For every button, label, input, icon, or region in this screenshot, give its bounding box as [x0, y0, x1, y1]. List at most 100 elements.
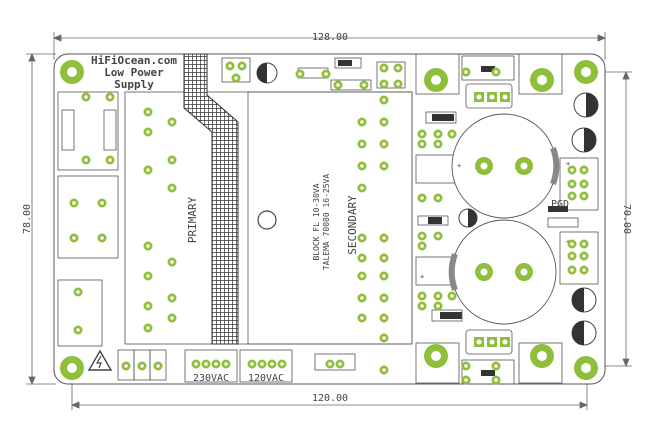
through-hole-pad-hole: [146, 244, 150, 248]
mounting-pad-hole: [581, 67, 591, 77]
dimension-bottom: [70, 382, 589, 410]
mains-connector: [57, 279, 103, 347]
through-hole-pad-hole: [72, 201, 76, 205]
through-hole-pad-hole: [76, 328, 80, 332]
through-hole-pad-hole: [72, 236, 76, 240]
label-transformer-2: TALEMA 70080 16-25VA: [322, 174, 331, 271]
through-hole-pad-hole: [436, 142, 440, 146]
through-hole-pad-hole: [124, 364, 128, 368]
through-hole-pad-hole: [146, 130, 150, 134]
capacitor-pad-hole: [480, 268, 488, 276]
through-hole-pad-hole: [240, 64, 244, 68]
through-hole-pad-hole: [582, 268, 586, 272]
through-hole-pad-hole: [204, 362, 208, 366]
through-hole-pad-hole: [146, 274, 150, 278]
small-capacitors: [458, 92, 599, 346]
through-hole-pad-hole: [328, 362, 332, 366]
through-hole-pad-hole: [360, 316, 364, 320]
through-hole-pad-hole: [382, 256, 386, 260]
regulator-pad-hole: [489, 94, 495, 100]
through-hole-pad-hole: [570, 242, 574, 246]
through-hole-pad-hole: [146, 326, 150, 330]
through-hole-pad-hole: [382, 82, 386, 86]
through-hole-pad-hole: [270, 362, 274, 366]
through-hole-pad-hole: [436, 132, 440, 136]
label-230vac: 230VAC: [193, 373, 229, 384]
through-hole-pad-hole: [494, 364, 498, 368]
through-hole-pad-hole: [146, 110, 150, 114]
through-hole-pad-hole: [360, 296, 364, 300]
board-title-line2: Low Power: [104, 66, 164, 79]
through-hole-pad-hole: [464, 378, 468, 382]
led-indicator: [256, 62, 278, 84]
through-hole-pad-hole: [382, 98, 386, 102]
through-hole-pad-hole: [582, 242, 586, 246]
through-hole-pad-hole: [450, 294, 454, 298]
label-120vac: 120VAC: [248, 373, 284, 384]
through-hole-pad-hole: [420, 234, 424, 238]
mounting-hole-center: [257, 210, 277, 230]
mains-filter: [57, 175, 119, 259]
through-hole-pad-hole: [360, 186, 364, 190]
through-hole-pad-hole: [582, 168, 586, 172]
through-hole-pad-hole: [396, 66, 400, 70]
through-hole-pad-hole: [170, 296, 174, 300]
through-hole-pad-hole: [170, 186, 174, 190]
through-hole-pad-hole: [382, 274, 386, 278]
through-hole-pad-hole: [250, 362, 254, 366]
dim-bottom-label: 120.00: [312, 393, 348, 404]
through-hole-pad-hole: [324, 72, 328, 76]
through-hole-pad-hole: [360, 256, 364, 260]
mounting-pad-hole: [67, 363, 77, 373]
regulator-pad-hole: [476, 339, 482, 345]
through-hole-pad-hole: [108, 95, 112, 99]
through-hole-pad-hole: [260, 362, 264, 366]
through-hole-pad-hole: [382, 316, 386, 320]
through-hole-pad-hole: [450, 132, 454, 136]
through-hole-pad-hole: [396, 82, 400, 86]
capacitor-pad-hole: [520, 268, 528, 276]
isolation-barrier: [183, 53, 239, 345]
through-hole-pad-hole: [170, 120, 174, 124]
top-diode: [338, 60, 352, 66]
through-hole-pad-hole: [360, 274, 364, 278]
fuse-holders: [57, 91, 119, 171]
through-hole-pad-hole: [338, 362, 342, 366]
through-hole-pad-hole: [464, 364, 468, 368]
through-hole-pad-hole: [382, 164, 386, 168]
through-hole-pad-hole: [494, 70, 498, 74]
label-primary: PRIMARY: [186, 196, 199, 243]
mounting-pad-hole: [537, 75, 547, 85]
through-hole-pad-hole: [360, 120, 364, 124]
mounting-pad-hole: [537, 351, 547, 361]
through-hole-pad-hole: [570, 194, 574, 198]
through-hole-pad-hole: [224, 362, 228, 366]
through-hole-pad-hole: [494, 378, 498, 382]
through-hole-pad-hole: [100, 236, 104, 240]
through-hole-pad-hole: [570, 268, 574, 272]
diodes: [428, 66, 568, 376]
capacitor-bottom: [448, 219, 557, 325]
through-hole-pad-hole: [420, 304, 424, 308]
through-hole-pad-hole: [582, 182, 586, 186]
through-hole-pad-hole: [570, 254, 574, 258]
transformer-core: [247, 91, 413, 345]
label-transformer-1: BLOCK FL 10-30VA: [312, 183, 321, 260]
mounting-pad-hole: [431, 75, 441, 85]
through-hole-pad-hole: [140, 364, 144, 368]
through-hole-pad-hole: [146, 304, 150, 308]
board-title-line3: Supply: [114, 78, 154, 91]
through-hole-pad-hole: [582, 194, 586, 198]
through-hole-pad-hole: [360, 236, 364, 240]
regulator-pad-hole: [502, 339, 508, 345]
through-hole-pad-hole: [570, 182, 574, 186]
through-hole-pad-hole: [234, 76, 238, 80]
through-hole-pad-hole: [436, 294, 440, 298]
through-hole-pad-hole: [464, 70, 468, 74]
plus-mark-2: +: [420, 273, 424, 281]
capacitor-pad-hole: [520, 162, 528, 170]
through-hole-pad-hole: [382, 66, 386, 70]
through-hole-pad-hole: [360, 164, 364, 168]
through-hole-pad-hole: [436, 234, 440, 238]
